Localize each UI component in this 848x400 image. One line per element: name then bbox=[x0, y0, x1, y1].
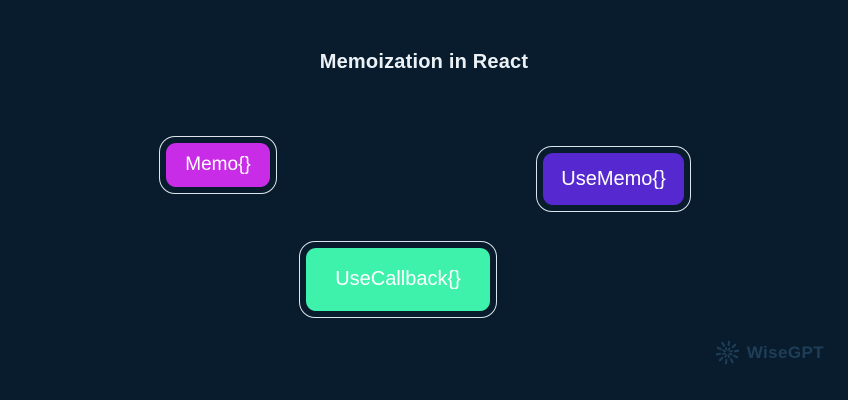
pinwheel-icon bbox=[714, 339, 741, 366]
usememo-node: UseMemo{} bbox=[536, 146, 691, 212]
wisegpt-label: WiseGPT bbox=[746, 342, 824, 362]
usememo-pill: UseMemo{} bbox=[543, 153, 684, 205]
memo-pill: Memo{} bbox=[166, 143, 270, 187]
usememo-label: UseMemo{} bbox=[561, 167, 666, 190]
usecallback-pill: UseCallback{} bbox=[306, 248, 490, 311]
wisegpt-watermark: WiseGPT bbox=[714, 339, 824, 366]
page-title: Memoization in React bbox=[319, 51, 529, 73]
usecallback-node: UseCallback{} bbox=[299, 241, 497, 318]
memo-node: Memo{} bbox=[159, 136, 277, 194]
usecallback-label: UseCallback{} bbox=[335, 268, 461, 290]
memo-label: Memo{} bbox=[185, 154, 251, 175]
